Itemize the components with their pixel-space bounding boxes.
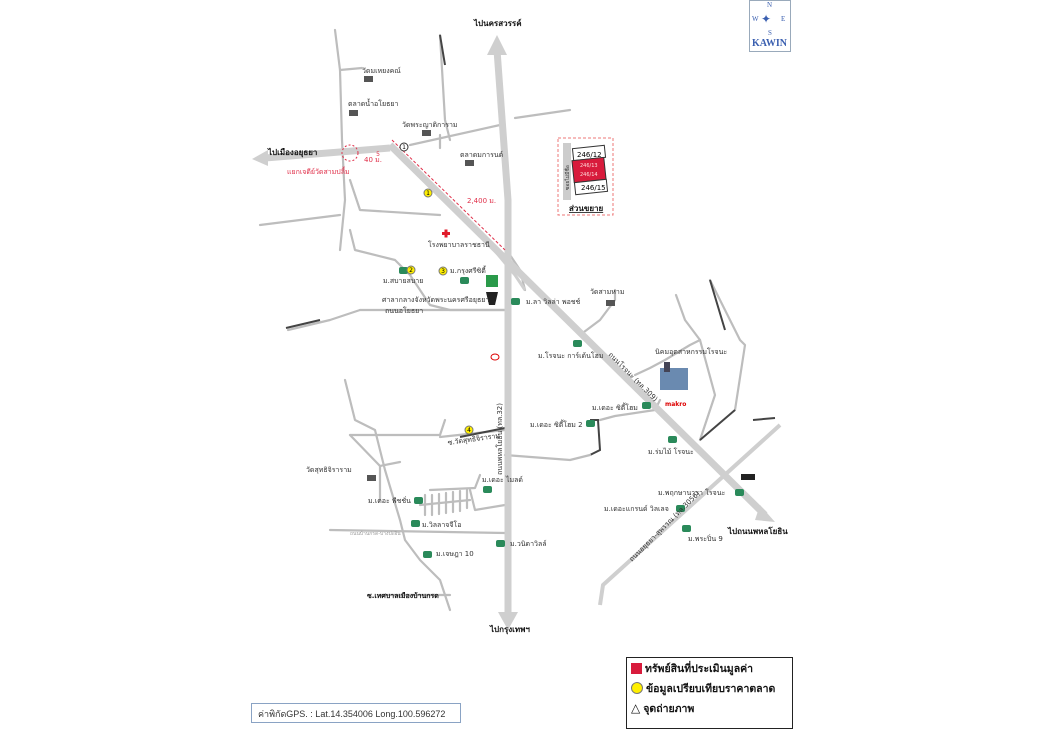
places-p15: ม.เดอะ ซิตี้โฮม 2 <box>530 418 583 429</box>
label-distance-2: 2,400 ม. <box>467 197 496 205</box>
roads-r3: ถนนพหลโยธิน (ทล.32) <box>495 403 504 475</box>
subject-property <box>571 156 607 184</box>
makro-logo: makro <box>665 401 686 408</box>
markers-m2: 2 <box>409 267 413 274</box>
places-p9: ม.ลา วิลล่า พอชช์ <box>526 298 581 306</box>
gps-coordinates: ค่าพิกัดGPS. : Lat.14.354006 Long.100.59… <box>251 703 461 723</box>
store-logo-icon <box>741 474 755 480</box>
yellow-circle-icon <box>631 682 643 694</box>
places-p11: ม.โรจนะ การ์เด้นโฮม <box>538 351 604 360</box>
places-p5: โรงพยาบาลราชธานี <box>428 240 490 249</box>
places-p10: วัดสามหาม <box>590 288 624 296</box>
label-distance-1: 40 ม. <box>364 156 382 164</box>
temple-icons <box>349 76 615 481</box>
connector-road <box>488 244 527 291</box>
inset-title: ส่วนขยาย <box>569 204 603 213</box>
legend: ทรัพย์สินที่ประเมินมูลค่า ข้อมูลเปรียบเท… <box>626 657 793 729</box>
places-p26: ม.เดอะแกรนด์ วิลเลจ <box>604 505 669 513</box>
junction-circle <box>341 144 359 162</box>
red-square-icon <box>631 662 642 674</box>
compass-brand: KAWIN <box>752 38 788 49</box>
arrow-southeast <box>755 505 775 522</box>
minor-roads <box>258 28 776 612</box>
places-p23: ม.เจษฎา 10 <box>436 550 474 558</box>
inset-lots-0: 246/12 <box>577 151 602 159</box>
distance-line <box>391 139 506 251</box>
legend-photo: △จุดถ่ายภาพ <box>627 698 792 718</box>
places-p24: ซ.เทศบาลเมืองบ้านกรด <box>367 591 439 600</box>
roads-r4: ถนนบ้านกรด-บางปะอิน <box>350 530 401 537</box>
places-p19: ม.เดอะ ไมลด์ <box>482 475 523 484</box>
legend-comparable: ข้อมูลเปรียบเทียบราคาตลาด <box>627 678 792 698</box>
bank-logo-icon <box>486 275 498 287</box>
comparable-marker-3 <box>438 266 448 276</box>
compass-e: E <box>781 15 786 23</box>
comparable-marker-2 <box>406 265 416 275</box>
place-labels: วัดมเหยงคณ์ ตลาดน้ำอโยธยา วัดพระญาติการา… <box>306 67 727 600</box>
inset-lots-2: 246/14 <box>580 172 598 178</box>
label-junction: แยกเจดีย์วัดสามปลื้ม <box>287 165 350 176</box>
highway-32 <box>493 49 512 615</box>
places-p25: ม.พฤกษานารา โรจนะ <box>658 488 726 497</box>
places-p18: วัดสุทธิจิราราม <box>306 466 352 474</box>
inset-lots-1: 246/13 <box>580 163 598 169</box>
roads-r1: ถนนอโยธยา <box>385 306 423 315</box>
label-southeast: ไปถนนพหลโยธิน <box>727 526 788 536</box>
highway-309 <box>387 142 768 518</box>
comparable-markers: 1 2 3 4 <box>406 188 474 435</box>
arrow-south <box>498 612 518 630</box>
comparable-marker-1 <box>423 188 433 198</box>
places-p4: ตลาดมการนต์ <box>460 151 504 159</box>
government-seal-icon <box>486 292 498 305</box>
arrow-west <box>252 150 268 166</box>
photo-point-icon: △ <box>631 701 641 715</box>
factory-icon <box>660 362 688 390</box>
places-p14: ม.เดอะ ซิตี้โฮม <box>592 401 638 412</box>
markers-m1: 1 <box>426 190 430 197</box>
places-p16: ม.ร่มไม้ โรจนะ <box>648 447 694 456</box>
places-p27: ม.พระปิ่น 9 <box>688 534 723 543</box>
places-p22: ม.วนิดาวิลล์ <box>510 540 547 548</box>
inset-map: ซอยไม่มีชื่อ 246/12 246/13 246/14 246/15… <box>557 137 614 216</box>
label-north: ไปนครสวรรค์ <box>473 18 522 28</box>
inset-lots-3: 246/15 <box>581 184 606 192</box>
places-p3: วัดพระญาติการาม <box>402 121 458 129</box>
roads-r2: ถนนโรจนะ (ทล.309) <box>607 350 660 403</box>
label-south: ไปกรุงเทพฯ <box>489 624 530 635</box>
legend-subject-label: ทรัพย์สินที่ประเมินมูลค่า <box>645 662 754 675</box>
hospital-icon <box>442 229 450 238</box>
markers-photo2: 5 <box>376 151 380 158</box>
places-p12: นิคมอุตสาหกรรมโรจนะ <box>655 347 727 356</box>
label-west: ไปเมืองอยุธยา <box>267 147 317 158</box>
arrow-north <box>487 35 507 55</box>
markers-m3: 3 <box>441 268 445 275</box>
compass-logo: N E S W ✦ KAWIN <box>749 0 791 52</box>
highway-3056 <box>598 423 782 606</box>
places-p20: ม.เดอะ พีชชั่น <box>368 496 411 505</box>
places-p1: วัดมเหยงคณ์ <box>362 67 401 75</box>
comparable-marker-4 <box>464 425 474 435</box>
photo-marker: 1 5 <box>376 142 409 158</box>
places-p21: ม.วิลลาจจีโอ <box>422 520 461 529</box>
places-p8: ศาลากลางจังหวัดพระนครศรีอยุธยา <box>382 296 489 304</box>
places-p2: ตลาดน้ำอโยธยา <box>348 97 398 108</box>
markers-m4: 4 <box>467 427 471 434</box>
legend-comparable-label: ข้อมูลเปรียบเทียบราคาตลาด <box>646 682 776 695</box>
legend-subject: ทรัพย์สินที่ประเมินมูลค่า <box>627 658 792 678</box>
inset-soi: ซอยไม่มีชื่อ <box>564 165 571 190</box>
places-p7: ม.กรุงศรีซิตี้ <box>450 264 487 275</box>
road-west <box>264 144 391 162</box>
legend-photo-label: จุดถ่ายภาพ <box>643 702 695 715</box>
toyota-logo-icon <box>490 353 500 361</box>
compass-rose-icon: ✦ <box>761 12 772 26</box>
compass-s: S <box>768 29 772 37</box>
house-icons <box>399 267 744 558</box>
compass-n: N <box>767 1 773 9</box>
markers-photo: 1 <box>402 144 406 151</box>
compass-w: W <box>752 15 759 23</box>
places-p6: ม.สบายสบาย <box>383 277 423 285</box>
